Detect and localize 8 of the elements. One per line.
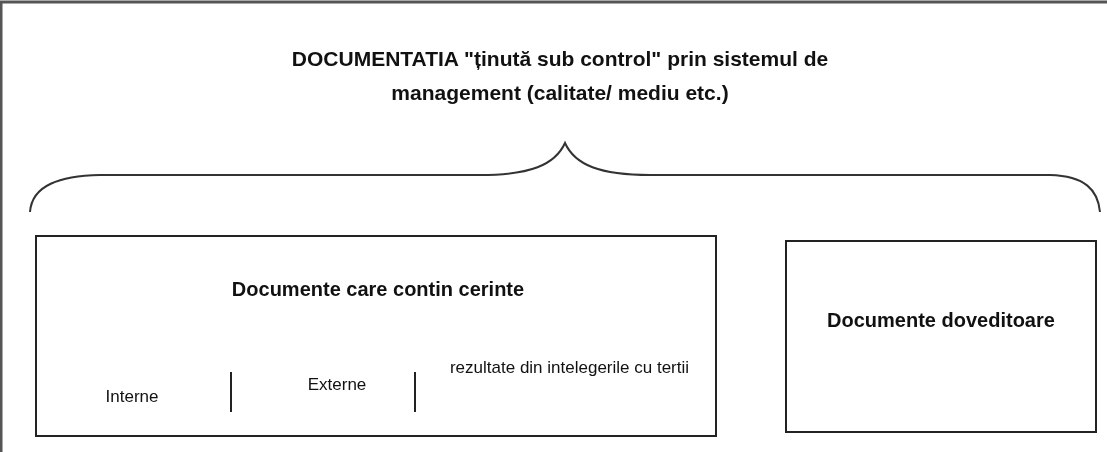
category-label: Interne: [104, 386, 160, 408]
category-label: Externe: [306, 374, 368, 396]
box-heading: Documente doveditoare: [827, 308, 1055, 333]
document-box: [35, 235, 717, 437]
diagram-title: DOCUMENTATIA "ținută sub control" prin sistemul de management (calitate/ mediu etc.): [290, 46, 830, 106]
document-box: [785, 240, 1097, 433]
box-heading: Documente care contin cerinte: [230, 277, 526, 301]
category-label: rezultate din intelegerile cu tertii: [448, 357, 691, 379]
